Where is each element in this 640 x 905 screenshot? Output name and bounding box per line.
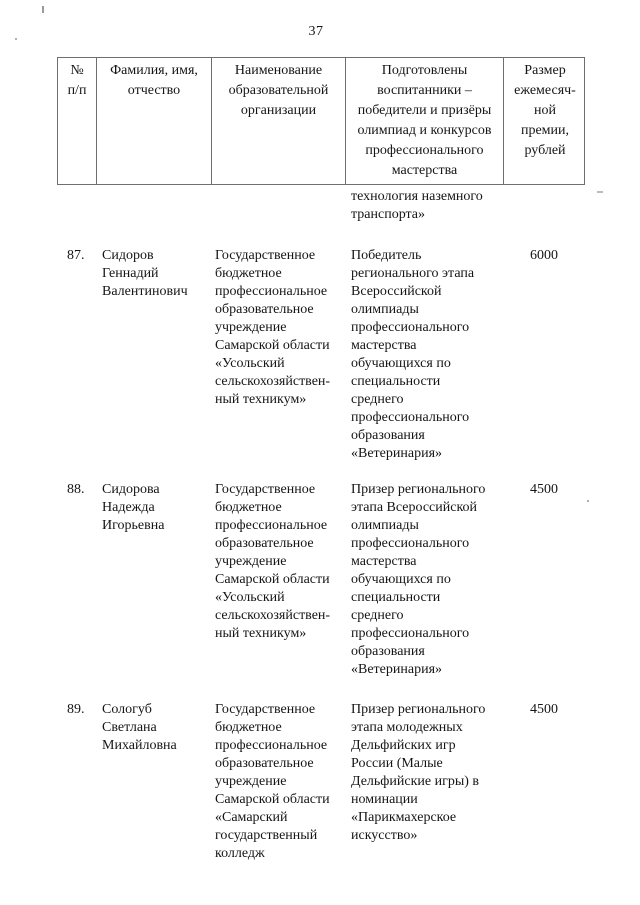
table-row: 89. Сологуб Светлана Михайловна Государс… [57,701,585,863]
header-cell-amount: Размер ежемесяч- ной премии, рублей [514,63,576,158]
scan-artifact [15,38,17,40]
table-body: технология наземного транспорта» 87. Сид… [57,188,585,863]
cell-amount: 6000 [530,248,558,263]
table-row-continuation: технология наземного транспорта» [57,188,585,224]
cell-num: 89. [67,702,85,717]
scan-artifact [42,6,44,13]
cell-organization: Государственное бюджетное профессиональн… [215,702,330,861]
awards-table: № п/п Фамилия, имя, отчество Наименовани… [57,57,585,863]
cell-organization [211,188,345,224]
header-cell-achievement: Подготовлены воспитанники – победители и… [346,58,504,184]
cell-amount: 4500 [530,482,558,497]
cell-achievement: Призер регионального этапа Всероссийской… [351,482,486,677]
table-row: 87. Сидоров Геннадий Валентинович Госуда… [57,247,585,463]
cell-num [57,188,96,224]
cell-amount: 4500 [530,702,558,717]
cell-achievement: Победитель регионального этапа Всероссий… [351,248,475,461]
cell-organization: Государственное бюджетное профессиональн… [215,248,331,407]
header-cell-organization: Наименование образовательной организации [212,58,346,184]
table-header-row: № п/п Фамилия, имя, отчество Наименовани… [57,57,585,185]
scan-artifact [587,500,589,502]
cell-name: Сологуб Светлана Михайловна [102,702,177,753]
cell-name [96,188,211,224]
cell-num: 87. [67,248,85,263]
header-cell-num: № п/п [58,58,97,184]
cell-num: 88. [67,482,85,497]
cell-amount [503,188,585,224]
cell-achievement: технология наземного транспорта» [351,189,483,222]
scan-artifact [597,191,603,193]
cell-name: Сидоров Геннадий Валентинович [102,248,188,299]
page-number: 37 [308,24,324,39]
cell-achievement: Призер регионального этапа молодежных Де… [351,702,486,843]
cell-organization: Государственное бюджетное профессиональн… [215,482,331,641]
table-row: 88. Сидорова Надежда Игорьевна Государст… [57,481,585,679]
header-cell-name: Фамилия, имя, отчество [97,58,212,184]
cell-name: Сидорова Надежда Игорьевна [102,482,165,533]
